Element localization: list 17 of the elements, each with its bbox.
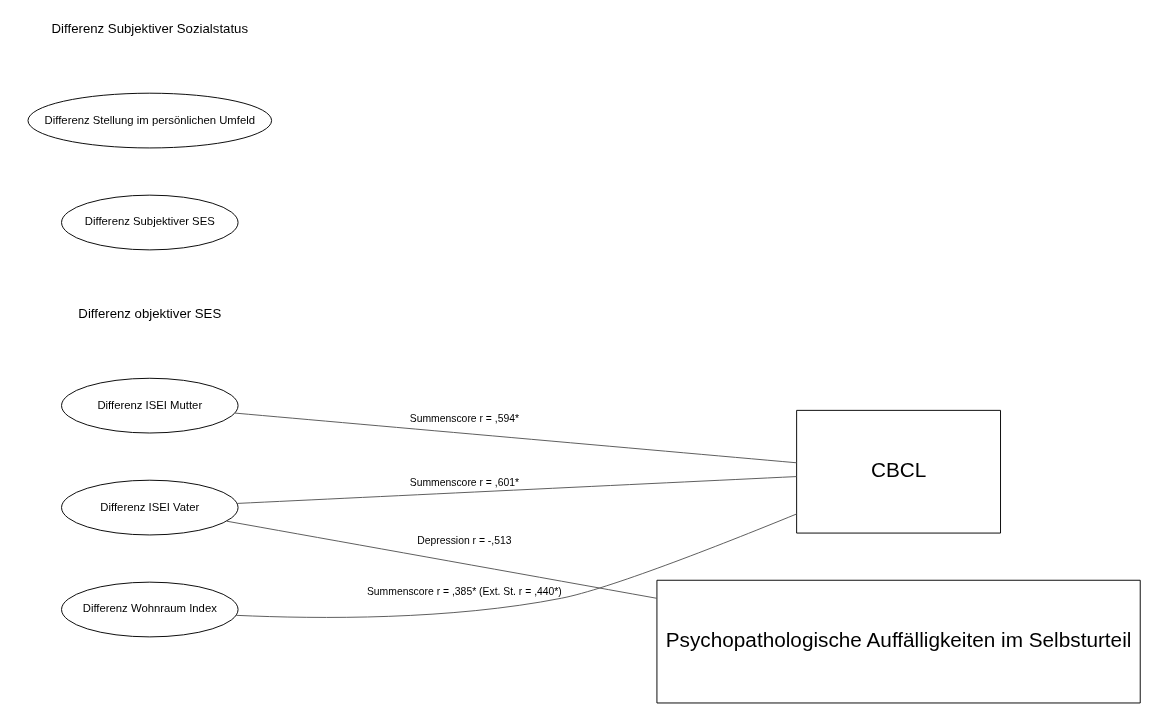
- connector: [235, 513, 797, 618]
- edge-label: Summenscore r = ,385* (Ext. St. r = ,440*): [366, 586, 562, 598]
- connector: [236, 476, 798, 504]
- edge-label: Summenscore r = ,594*: [409, 413, 520, 425]
- connector: [234, 412, 797, 464]
- connector: [226, 520, 658, 599]
- node-ellipse: Differenz Subjektiver SES: [61, 194, 239, 251]
- node-box: CBCL: [796, 409, 1001, 534]
- label: Differenz Subjektiver Sozialstatus: [51, 20, 249, 36]
- label: Differenz objektiver SES: [78, 305, 222, 321]
- node-ellipse: Differenz ISEI Vater: [61, 479, 239, 536]
- node-box: Psychopathologische Auffälligkeiten im Selbsturteil: [656, 579, 1141, 704]
- node-ellipse: Differenz Stellung im persönlichen Umfeld: [27, 92, 273, 149]
- edge-label: Summenscore r = ,601*: [409, 476, 520, 488]
- edge-label: Depression r = -,513: [417, 535, 512, 547]
- node-ellipse: Differenz ISEI Mutter: [61, 377, 239, 434]
- node-ellipse: Differenz Wohnraum Index: [61, 581, 239, 638]
